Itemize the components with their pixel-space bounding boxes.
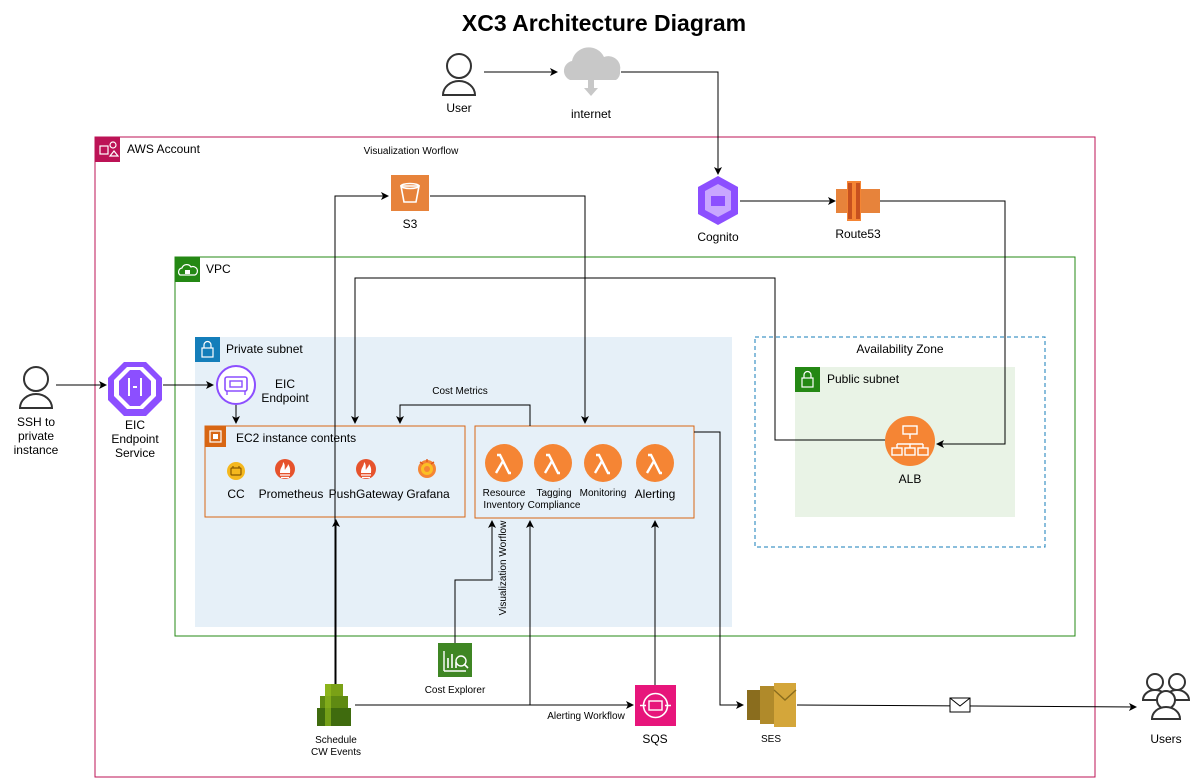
s3-label: S3 <box>403 217 418 231</box>
cw-events-label-1: Schedule <box>315 735 357 746</box>
vpc-group: VPC <box>174 256 1076 637</box>
visualization-workflow-label: Visualization Worflow <box>364 146 459 157</box>
cognito-icon <box>698 176 738 225</box>
eic-endpoint-label-1: EIC <box>275 377 295 391</box>
cognito-label: Cognito <box>697 230 739 244</box>
public-subnet-lock-icon <box>795 367 820 392</box>
cw-events-label-2: CW Events <box>311 747 361 758</box>
arrow-route53-alb <box>880 200 1006 448</box>
cost-explorer-icon <box>438 643 472 677</box>
aws-account-group: AWS Account <box>94 136 1096 778</box>
lambda-monitoring-icon <box>584 444 622 482</box>
lambda-alerting-label: Alerting <box>635 487 676 501</box>
arrow-cost-explorer-lambda <box>454 520 496 643</box>
visualization-workflow-vertical-label: Visualization Worflow <box>498 520 509 615</box>
arrow-internet-cognito <box>621 71 722 175</box>
aws-account-icon <box>95 137 120 162</box>
sqs-label: SQS <box>642 732 667 746</box>
ses-icon <box>747 683 797 727</box>
cw-events-icon <box>317 684 351 726</box>
user-icon <box>441 53 477 96</box>
availability-zone-label: Availability Zone <box>856 342 943 356</box>
pushgateway-label: PushGateway <box>329 487 404 501</box>
grafana-app-icon <box>418 459 436 478</box>
lambda-monitoring-label: Monitoring <box>580 488 627 499</box>
pushgateway-app-icon <box>356 459 376 479</box>
lambda-tagging-icon <box>534 444 572 482</box>
internet-cloud-icon <box>563 47 621 96</box>
cost-metrics-label: Cost Metrics <box>432 386 488 397</box>
ssh-user-icon <box>18 366 54 409</box>
users-label: Users <box>1150 732 1181 746</box>
sqs-icon <box>635 685 676 726</box>
lambda-functions-group <box>474 425 695 519</box>
ssh-user-label-2: private <box>18 429 54 443</box>
lambda-tagging-label-2: Compliance <box>528 500 581 511</box>
lambda-resource-label-2: Inventory <box>483 500 524 511</box>
vpc-cloud-lock-icon <box>175 257 200 282</box>
arrow-cost-metrics <box>396 404 531 426</box>
ses-label: SES <box>761 734 781 745</box>
ssh-user-label-3: instance <box>14 443 59 457</box>
eic-service-label-3: Service <box>115 446 155 460</box>
ec2-instance-label: EC2 instance contents <box>236 431 356 445</box>
eic-service-label-1: EIC <box>125 418 145 432</box>
prometheus-label: Prometheus <box>259 487 324 501</box>
vpc-label: VPC <box>206 262 231 276</box>
cost-explorer-label: Cost Explorer <box>425 685 486 696</box>
arrow-s3-lambda <box>430 195 589 424</box>
page-title: XC3 Architecture Diagram <box>462 10 746 36</box>
eic-endpoint-service-icon <box>108 362 162 416</box>
route53-icon <box>836 181 880 221</box>
cc-app-icon <box>227 462 245 480</box>
private-subnet-group: Private subnet <box>195 337 732 627</box>
prometheus-app-icon <box>275 459 295 479</box>
private-subnet-label: Private subnet <box>226 342 303 356</box>
grafana-label: Grafana <box>406 487 450 501</box>
connectors <box>56 68 1137 711</box>
lambda-resource-label-1: Resource <box>483 488 526 499</box>
eic-endpoint-label-2: Endpoint <box>261 391 309 405</box>
ssh-user-label-1: SSH to <box>17 415 55 429</box>
email-envelope-icon <box>949 697 971 713</box>
s3-bucket-icon <box>391 175 429 211</box>
ec2-chip-icon <box>205 426 226 447</box>
private-subnet-lock-icon <box>195 337 220 362</box>
user-label: User <box>446 101 471 115</box>
aws-account-label: AWS Account <box>127 142 201 156</box>
arrow-lambda-ses <box>694 431 744 709</box>
users-group-icon <box>1141 673 1191 720</box>
cc-label: CC <box>227 487 245 501</box>
eic-endpoint-icon <box>216 365 256 405</box>
public-subnet-label: Public subnet <box>827 372 900 386</box>
alb-icon <box>885 416 935 466</box>
route53-label: Route53 <box>835 227 881 241</box>
eic-service-label-2: Endpoint <box>111 432 159 446</box>
arrow-alb-ec2 <box>351 277 885 441</box>
alb-label: ALB <box>899 472 922 486</box>
internet-label: internet <box>571 107 612 121</box>
lambda-resource-icon <box>485 444 523 482</box>
availability-zone-group: Availability Zone <box>754 336 1046 548</box>
lambda-tagging-label-1: Tagging <box>536 488 571 499</box>
alerting-workflow-label: Alerting Workflow <box>547 711 625 722</box>
lambda-alerting-icon <box>636 444 674 482</box>
